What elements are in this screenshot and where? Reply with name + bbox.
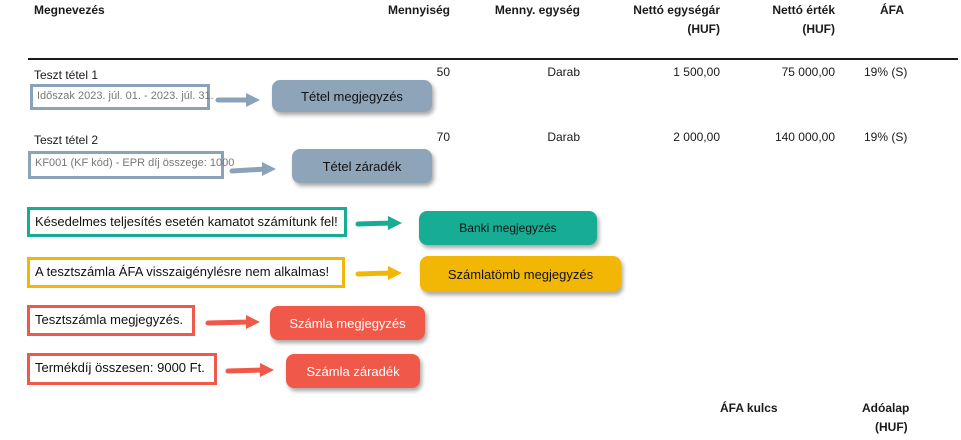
row-unit-price: 1 500,00 [673, 65, 720, 79]
invoice-clause-callout: Számla záradék [286, 354, 420, 388]
item-clause-box: KF001 (KF kód) - EPR díj összege: 1000 [28, 151, 234, 179]
summary-vat-rate-header: ÁFA kulcs [720, 401, 778, 415]
arrow-right-icon [229, 162, 276, 176]
header-net-value: Nettó érték [772, 3, 835, 17]
invoice-clause-remark-box: Termékdíj összesen: 9000 Ft. [27, 353, 217, 385]
invoice-note-callout: Számla megjegyzés [270, 306, 425, 340]
row-name: Teszt tétel 1 [34, 68, 99, 82]
row-vat: 19% (S) [864, 130, 908, 144]
item-clause-callout: Tétel záradék [292, 149, 432, 183]
arrow-right-icon [205, 315, 260, 329]
header-divider [28, 58, 958, 60]
header-unit-price: Nettó egységár [633, 3, 720, 17]
invoice-remark-box: Tesztszámla megjegyzés. [27, 305, 195, 336]
header-vat: ÁFA [880, 3, 904, 17]
row-net-value: 140 000,00 [774, 130, 835, 144]
arrow-right-icon [215, 93, 260, 107]
arrow-right-icon [355, 216, 402, 230]
invoice-book-note-callout: Számlatömb megjegyzés [420, 256, 621, 292]
header-unit: Menny. egység [494, 3, 580, 17]
row-unit-price: 2 000,00 [673, 130, 720, 144]
row-unit: Darab [547, 65, 580, 79]
row-vat: 19% (S) [864, 65, 908, 79]
arrow-right-icon [225, 363, 274, 377]
row-unit: Darab [547, 130, 580, 144]
bank-remark-box: Késedelmes teljesítés esetén kamatot szá… [27, 207, 347, 237]
bank-note-callout: Banki megjegyzés [419, 211, 597, 245]
row-name: Teszt tétel 2 [34, 133, 99, 147]
summary-tax-base-header: Adóalap [862, 401, 910, 415]
header-quantity: Mennyiség [387, 3, 450, 17]
item-note-callout: Tétel megjegyzés [272, 80, 432, 112]
row-net-value: 75 000,00 [781, 65, 835, 79]
header-name: Megnevezés [34, 3, 105, 17]
header-net-value-currency: (HUF) [802, 22, 835, 36]
invoice-book-remark-box: A tesztszámla ÁFA visszaigénylésre nem a… [27, 257, 345, 288]
summary-tax-base-currency: (HUF) [875, 420, 908, 434]
row-quantity: 50 [436, 65, 450, 79]
header-unit-price-currency: (HUF) [687, 22, 720, 36]
row-quantity: 70 [436, 130, 450, 144]
item-note-box: Időszak 2023. júl. 01. - 2023. júl. 31. [30, 84, 214, 110]
arrow-right-icon [355, 266, 402, 280]
